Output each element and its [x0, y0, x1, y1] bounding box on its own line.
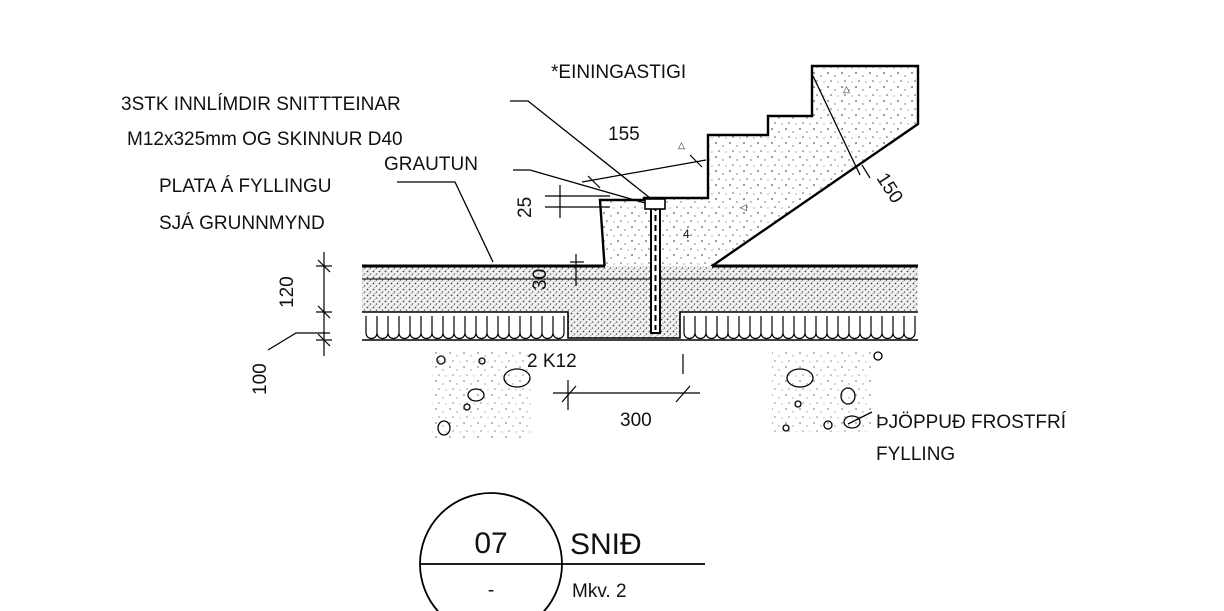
insulation-hatch — [365, 316, 565, 340]
slab-label-line1: PLATA Á FYLLINGU — [159, 176, 331, 197]
dimension-100: 100 — [250, 363, 271, 395]
leader-lines — [267, 75, 873, 425]
insulation-hatch — [683, 316, 916, 340]
svg-text:△: △ — [678, 140, 685, 150]
grout-label: GRAUTUN — [384, 154, 478, 175]
title-block: 07 - SNIÐ Mkv. 2 — [419, 492, 705, 611]
stair-unit-label: *EININGASTIGI — [551, 62, 686, 83]
sheet-reference: - — [488, 580, 494, 601]
dowels-label-line2: M12x325mm OG SKINNUR D40 — [127, 129, 403, 150]
dowels-label-line1: 3STK INNLÍMDIR SNITTTEINAR — [121, 94, 401, 115]
fill-stipple — [432, 350, 872, 438]
dimension-25: 25 — [515, 197, 536, 218]
rebar-label: 2 K12 — [527, 351, 577, 372]
fill-label-line1: ÞJÖPPUÐ FROSTFRÍ — [876, 412, 1067, 433]
section-title: SNIÐ — [570, 528, 642, 561]
stair-unit: △ ◁ △ 4 — [598, 64, 920, 274]
dimension-lines — [316, 154, 871, 410]
dimension-300: 300 — [620, 410, 652, 431]
insulation — [365, 316, 916, 340]
dimension-30: 30 — [530, 269, 551, 290]
svg-text:4: 4 — [683, 227, 690, 241]
slab-label-line2: SJÁ GRUNNMYND — [159, 213, 325, 234]
dimension-120: 120 — [277, 276, 298, 308]
section-number: 07 — [474, 527, 507, 560]
dowel — [644, 198, 666, 334]
dimension-150: 150 — [872, 169, 907, 207]
fill-label-line2: FYLLING — [876, 444, 955, 465]
scale-label: Mkv. 2 — [572, 581, 627, 602]
slab — [362, 264, 918, 339]
dimension-155: 155 — [608, 124, 640, 145]
svg-text:△: △ — [843, 84, 850, 94]
svg-text:◁: ◁ — [740, 202, 747, 212]
